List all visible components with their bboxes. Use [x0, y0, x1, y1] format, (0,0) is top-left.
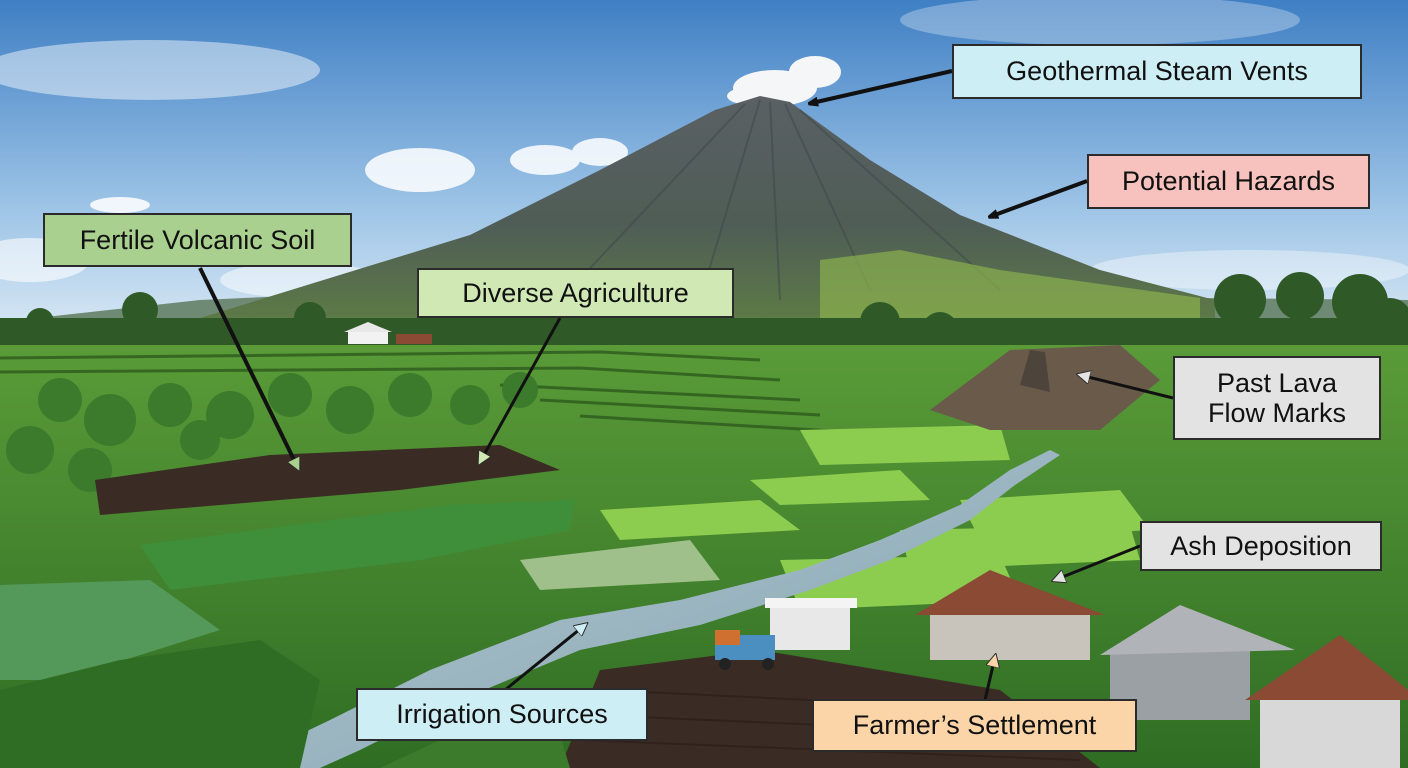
- volcano-ridges: [559, 99, 1001, 301]
- label-past-lava-flow-marks: Past Lava Flow Marks: [1173, 356, 1381, 440]
- foreground-vegetation-right: [380, 735, 570, 768]
- label-farmers-settlement: Farmer’s Settlement: [812, 699, 1137, 752]
- lava-rock: [1020, 350, 1050, 392]
- label-geothermal-steam-vents: Geothermal Steam Vents: [952, 44, 1362, 99]
- label-potential-hazards: Potential Hazards: [1087, 154, 1370, 209]
- tractor: [715, 630, 775, 670]
- paddy-fields: [520, 425, 1150, 610]
- volcano-green-slope: [820, 250, 1200, 320]
- label-diverse-agriculture: Diverse Agriculture: [417, 268, 734, 318]
- foreground-vegetation: [0, 640, 320, 768]
- cabbage-bed: [0, 580, 220, 680]
- label-fertile-volcanic-soil: Fertile Volcanic Soil: [43, 213, 352, 267]
- label-irrigation-sources: Irrigation Sources: [356, 688, 648, 741]
- vegetable-bed: [140, 500, 575, 590]
- label-ash-deposition: Ash Deposition: [1140, 521, 1382, 571]
- volcanic-soil-bed: [95, 445, 560, 515]
- distant-houses: [344, 322, 432, 344]
